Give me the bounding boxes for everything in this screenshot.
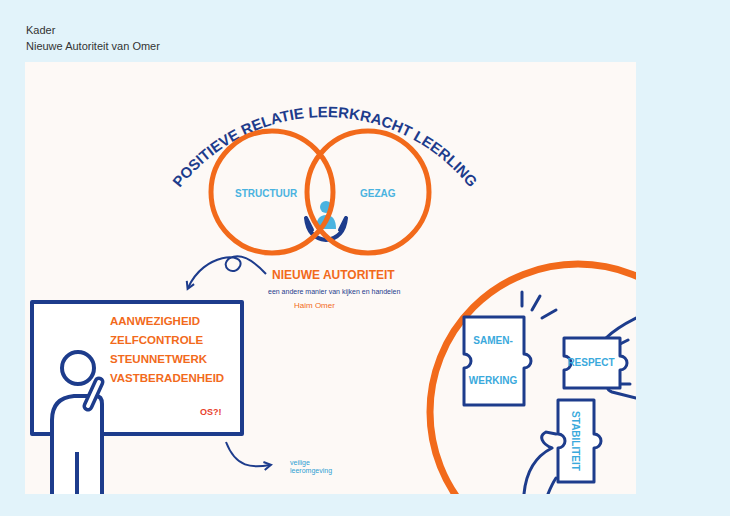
teacher-arm xyxy=(88,382,99,406)
circle-text: STRUCTUUR xyxy=(235,188,297,200)
board-item: STEUNNETWERK xyxy=(110,350,224,369)
arrow-loop xyxy=(188,256,266,288)
teacher-body xyxy=(52,396,102,494)
burst-lines xyxy=(522,292,556,318)
panel xyxy=(25,62,636,494)
piece-text: STABILITEIT xyxy=(569,411,581,471)
board-item: ZELFCONTROLE xyxy=(110,331,224,350)
puzzle-outline xyxy=(564,338,627,388)
puzzle-outline xyxy=(464,317,531,405)
teacher-head xyxy=(62,352,94,384)
circle-outline xyxy=(307,131,429,253)
label: een andere manier van kijken en handelen xyxy=(268,288,400,296)
label: veilige leeromgeving xyxy=(290,459,348,476)
board-item: AANWEZIGHEID xyxy=(110,312,224,331)
label: Kader xyxy=(26,24,55,37)
big-circle xyxy=(430,264,636,494)
puzzle-piece: RESPECT xyxy=(562,336,630,390)
board-outline xyxy=(32,302,242,434)
board-item: VASTBERADENHEID xyxy=(110,369,224,388)
hand-bottom xyxy=(524,432,556,494)
circle-outline xyxy=(211,131,333,253)
arrow-down xyxy=(226,442,270,466)
label: Haim Omer xyxy=(294,301,335,311)
puzzle-piece: SAMEN- WERKING xyxy=(462,315,534,407)
board-text: AANWEZIGHEIDZELFCONTROLESTEUNNETWERKVAST… xyxy=(110,312,224,388)
circle-text: GEZAG xyxy=(360,188,396,200)
board-node: AANWEZIGHEIDZELFCONTROLESTEUNNETWERKVAST… xyxy=(30,300,244,436)
circle-node: GEZAG xyxy=(304,128,432,256)
puzzle-outline xyxy=(558,400,601,482)
label: OS?! xyxy=(200,407,222,418)
piece-text: SAMEN- WERKING xyxy=(466,321,520,401)
label: NIEUWE AUTORITEIT xyxy=(272,268,395,282)
piece-text: RESPECT xyxy=(566,357,616,369)
teacher-arm-inner xyxy=(88,382,99,406)
puzzle-piece: STABILITEIT xyxy=(556,398,604,484)
teacher-legs xyxy=(75,452,79,494)
node-outline xyxy=(462,315,534,407)
label: Nieuwe Autoriteit van Omer xyxy=(26,40,160,53)
circle-node: STRUCTUUR xyxy=(208,128,336,256)
